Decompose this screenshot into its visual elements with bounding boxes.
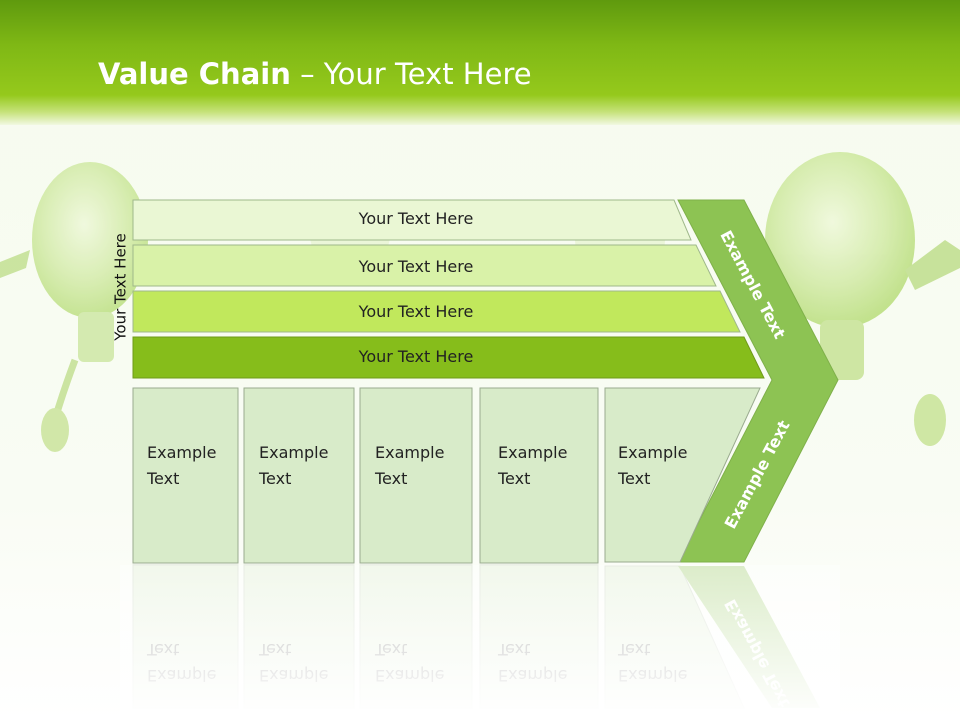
slide-title: Value Chain – Your Text Here bbox=[98, 54, 532, 94]
reflection-fade bbox=[120, 565, 840, 720]
activity-box-3-shape bbox=[479, 387, 599, 564]
row-bar-2[interactable]: Your Text Here bbox=[132, 290, 741, 333]
activity-box-3-line2: Text bbox=[497, 469, 530, 488]
activity-box-1[interactable]: Example Text bbox=[243, 387, 355, 564]
row-bar-3-label: Your Text Here bbox=[358, 347, 474, 366]
row-bar-1-label: Your Text Here bbox=[358, 257, 474, 276]
activity-box-4-line2: Text bbox=[617, 469, 650, 488]
activity-box-2[interactable]: Example Text bbox=[359, 387, 473, 564]
header-band bbox=[0, 0, 960, 125]
row-bar-3-shape bbox=[132, 336, 765, 379]
lightbulb-right-icon bbox=[765, 152, 960, 446]
row-bar-0[interactable]: Your Text Here bbox=[132, 199, 692, 241]
activity-box-4[interactable]: Example Text bbox=[604, 387, 761, 563]
row-bar-0-label: Your Text Here bbox=[358, 209, 474, 228]
row-bar-3[interactable]: Your Text Here bbox=[132, 336, 765, 379]
activity-box-1-line2: Text bbox=[258, 469, 291, 488]
side-label: Your Text Here bbox=[112, 233, 130, 341]
activity-box-0-shape bbox=[132, 387, 239, 564]
row-bar-1[interactable]: Your Text Here bbox=[132, 244, 717, 287]
row-bar-1-shape bbox=[132, 244, 717, 287]
title-bold: Value Chain bbox=[98, 57, 291, 91]
activity-box-0-line2: Text bbox=[146, 469, 179, 488]
activity-box-1-shape bbox=[243, 387, 355, 564]
row-bar-2-label: Your Text Here bbox=[358, 302, 474, 321]
activity-box-2-line1: Example bbox=[375, 443, 444, 462]
activity-box-0[interactable]: Example Text bbox=[132, 387, 239, 564]
activity-box-0-line1: Example bbox=[147, 443, 216, 462]
row-bar-0-shape bbox=[132, 199, 692, 241]
chevron-shape bbox=[677, 199, 839, 563]
activity-box-4-shape bbox=[604, 387, 761, 563]
activity-box-1-line1: Example bbox=[259, 443, 328, 462]
lightbulb-left-icon bbox=[0, 162, 148, 452]
activity-box-3[interactable]: Example Text bbox=[479, 387, 599, 564]
activity-box-3-line1: Example bbox=[498, 443, 567, 462]
activity-box-2-line2: Text bbox=[374, 469, 407, 488]
activity-box-2-shape bbox=[359, 387, 473, 564]
activity-box-4-line1: Example bbox=[618, 443, 687, 462]
row-bar-2-shape bbox=[132, 290, 741, 333]
title-rest: – Your Text Here bbox=[290, 57, 532, 91]
